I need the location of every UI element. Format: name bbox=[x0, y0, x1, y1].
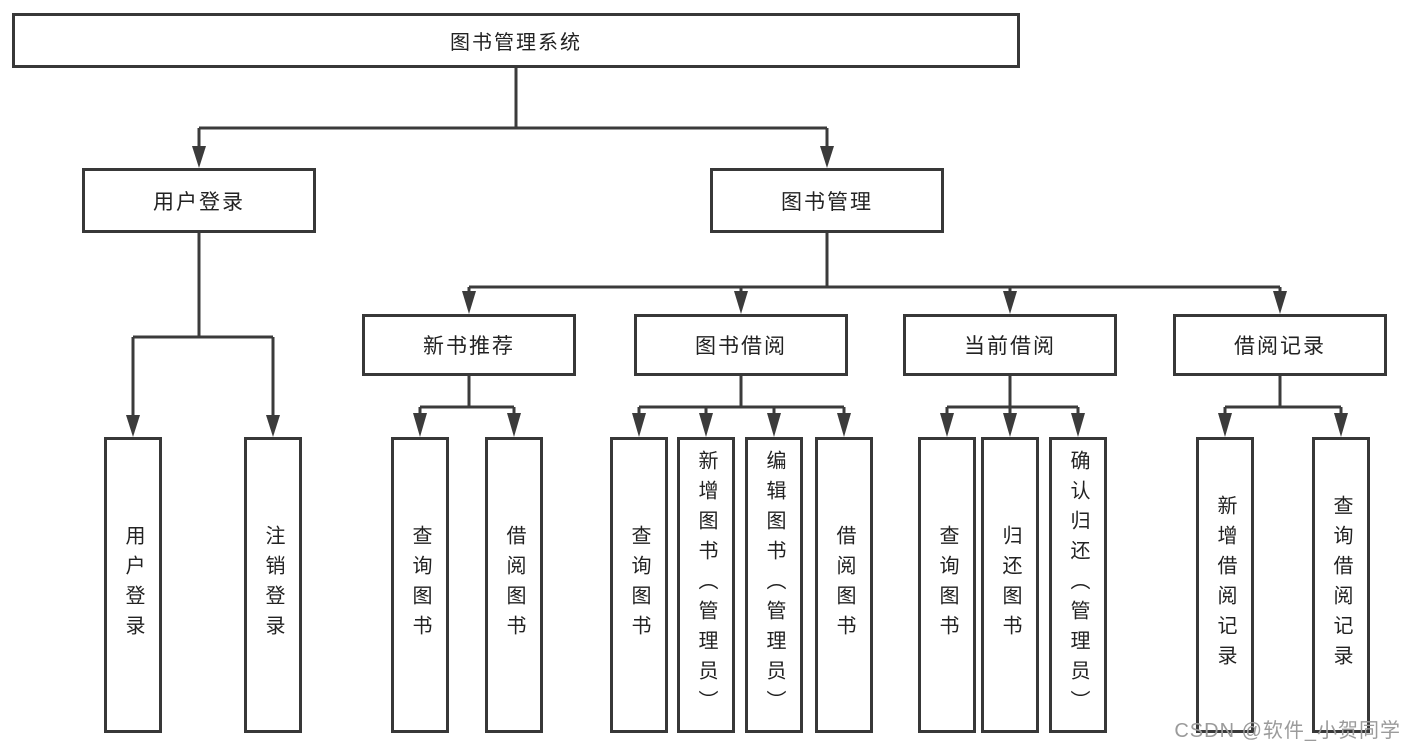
leaf-logout: 注销登录 bbox=[244, 437, 302, 733]
leaf-query-borrow-record: 查询借阅记录 bbox=[1312, 437, 1370, 733]
leaf-label: 注销登录 bbox=[262, 525, 284, 645]
leaf-label: 查询图书 bbox=[409, 525, 431, 645]
node-book-management: 图书管理 bbox=[710, 168, 944, 233]
leaf-label: 查询图书 bbox=[936, 525, 958, 645]
leaf-user-login: 用户登录 bbox=[104, 437, 162, 733]
leaf-label: 查询图书 bbox=[628, 525, 650, 645]
leaf-label: 查询借阅记录 bbox=[1330, 495, 1352, 675]
csdn-watermark: CSDN @软件_小贺同学 bbox=[1174, 720, 1401, 742]
leaf-edit-book-admin: 编辑图书（管理员） bbox=[745, 437, 803, 733]
leaf-query-books-current: 查询图书 bbox=[918, 437, 976, 733]
leaf-label: 借阅图书 bbox=[503, 525, 525, 645]
node-label: 用户登录 bbox=[153, 190, 245, 214]
node-label: 借阅记录 bbox=[1234, 335, 1326, 358]
node-label: 当前借阅 bbox=[964, 335, 1056, 358]
leaf-add-borrow-record: 新增借阅记录 bbox=[1196, 437, 1254, 733]
leaf-label: 新增图书（管理员） bbox=[695, 450, 717, 720]
leaf-borrow-books: 借阅图书 bbox=[815, 437, 873, 733]
leaf-return-book: 归还图书 bbox=[981, 437, 1039, 733]
leaf-add-book-admin: 新增图书（管理员） bbox=[677, 437, 735, 733]
leaf-query-books-recommend: 查询图书 bbox=[391, 437, 449, 733]
leaf-label: 编辑图书（管理员） bbox=[763, 450, 785, 720]
node-book-borrow: 图书借阅 bbox=[634, 314, 848, 376]
node-label: 图书管理系统 bbox=[450, 32, 582, 54]
node-user-login: 用户登录 bbox=[82, 168, 316, 233]
node-label: 图书借阅 bbox=[695, 335, 787, 358]
node-borrow-records: 借阅记录 bbox=[1173, 314, 1387, 376]
leaf-label: 新增借阅记录 bbox=[1214, 495, 1236, 675]
node-library-system: 图书管理系统 bbox=[12, 13, 1020, 68]
leaf-borrow-books-recommend: 借阅图书 bbox=[485, 437, 543, 733]
leaf-query-books-borrow: 查询图书 bbox=[610, 437, 668, 733]
leaf-label: 用户登录 bbox=[122, 525, 144, 645]
node-new-book-recommend: 新书推荐 bbox=[362, 314, 576, 376]
node-label: 图书管理 bbox=[781, 190, 873, 214]
node-current-borrow: 当前借阅 bbox=[903, 314, 1117, 376]
leaf-confirm-return-admin: 确认归还（管理员） bbox=[1049, 437, 1107, 733]
leaf-label: 借阅图书 bbox=[833, 525, 855, 645]
leaf-label: 归还图书 bbox=[999, 525, 1021, 645]
leaf-label: 确认归还（管理员） bbox=[1067, 450, 1089, 720]
node-label: 新书推荐 bbox=[423, 335, 515, 358]
